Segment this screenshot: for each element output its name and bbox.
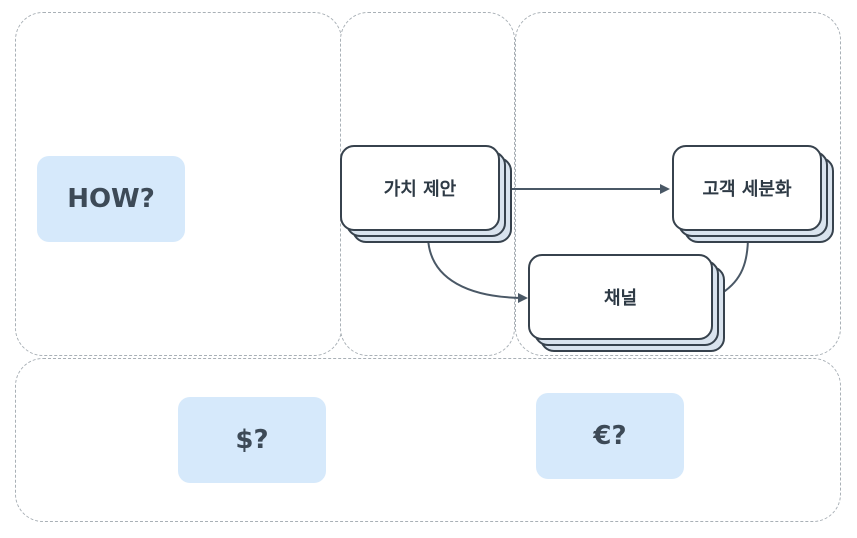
channels-card: 채널 — [528, 254, 728, 354]
customer-segments-card: 고객 세분화 — [672, 145, 837, 245]
channels-label: 채널 — [528, 254, 713, 340]
euro-tag: €? — [536, 393, 684, 479]
value-proposition-card: 가치 제안 — [340, 145, 515, 245]
bottom-panel — [15, 358, 841, 522]
how-tag: HOW? — [37, 156, 185, 242]
customer-segments-label: 고객 세분화 — [672, 145, 822, 231]
arrow-value-to-channels — [427, 237, 528, 303]
value-proposition-label: 가치 제안 — [340, 145, 500, 231]
dollar-tag: $? — [178, 397, 326, 483]
